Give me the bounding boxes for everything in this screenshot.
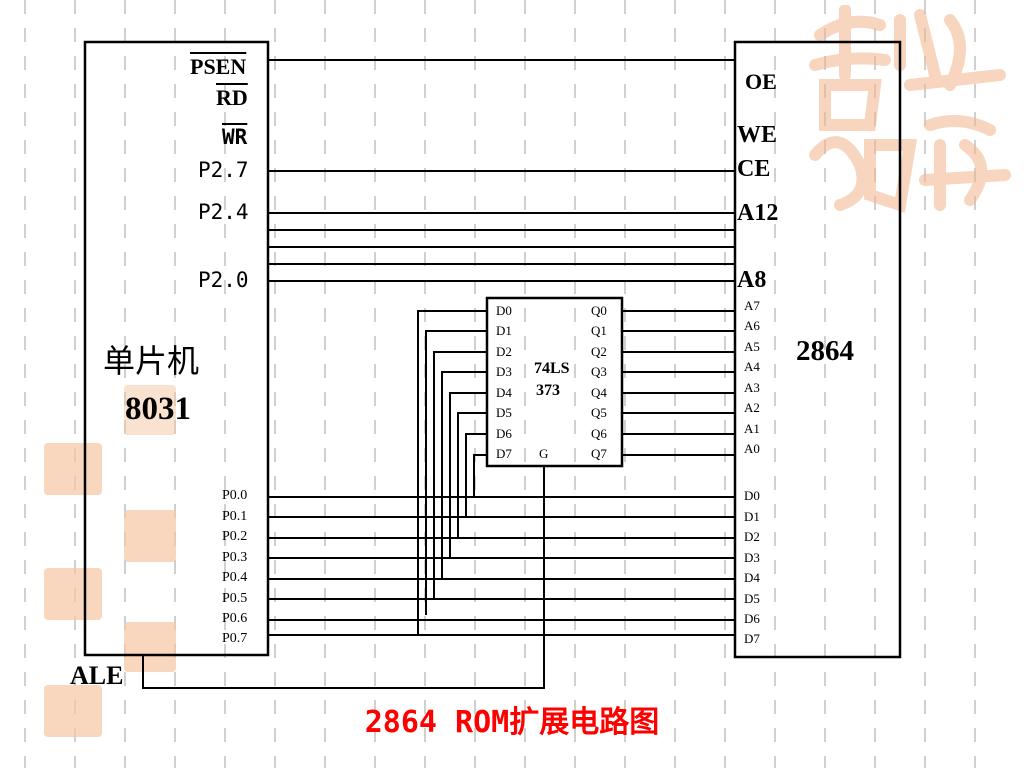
eeprom-d3-pin-label: D3	[744, 550, 760, 565]
latch-d5-label: D5	[496, 405, 512, 420]
port-p0-2-label: P0.2	[222, 529, 248, 544]
eeprom-d1-pin-label: D1	[744, 509, 760, 524]
latch-q5-label: Q5	[591, 405, 607, 420]
latch-d1-label: D1	[496, 323, 512, 338]
latch-d4-label: D4	[496, 385, 512, 400]
port-p0-3-label: P0.3	[222, 550, 248, 565]
eeprom-d2-pin-label: D2	[744, 529, 760, 544]
psen-signal-label: PSEN	[190, 54, 247, 79]
latch-q2-label: Q2	[591, 344, 607, 359]
eeprom-name-label: 2864	[796, 335, 854, 367]
mcu-model-label: 8031	[125, 391, 191, 427]
latch-name-line1: 74LS	[534, 360, 570, 377]
a4-pin-label: A4	[744, 359, 760, 374]
eeprom-d7-pin-label: D7	[744, 631, 760, 646]
eeprom-d0-pin-label: D0	[744, 488, 760, 503]
latch-name-line2: 373	[536, 382, 560, 399]
port-p2-7-label: P2.7	[198, 158, 249, 182]
latch-q7-label: Q7	[591, 446, 607, 461]
port-p2-0-label: P2.0	[198, 268, 249, 292]
latch-q6-label: Q6	[591, 426, 607, 441]
watermark-stamp-small-4	[124, 622, 176, 672]
eeprom-d4-pin-label: D4	[744, 570, 760, 585]
eeprom-d5-pin-label: D5	[744, 591, 760, 606]
port-p0-0-label: P0.0	[222, 488, 248, 503]
we-pin-label: WE	[737, 122, 778, 148]
watermark-stamp-small-3	[44, 568, 102, 620]
watermark-stamp-small-1	[44, 443, 102, 495]
port-p0-4-label: P0.4	[222, 570, 248, 585]
a0-pin-label: A0	[744, 441, 760, 456]
a3-pin-label: A3	[744, 380, 760, 395]
rd-signal-label: RD	[216, 85, 248, 110]
a7-pin-label: A7	[744, 298, 760, 313]
port-p2-4-label: P2.4	[198, 200, 249, 224]
watermark-stamp-small-2	[124, 510, 176, 562]
latch-d6-label: D6	[496, 426, 512, 441]
port-p0-1-label: P0.1	[222, 509, 248, 524]
a2-pin-label: A2	[744, 400, 760, 415]
watermark-stamp-small-5	[44, 685, 102, 737]
a12-pin-label: A12	[737, 200, 779, 226]
watermark-stamp-small-6	[124, 385, 176, 435]
a8-pin-label: A8	[737, 267, 767, 293]
ce-pin-label: CE	[737, 156, 771, 182]
port-p0-5-label: P0.5	[222, 591, 248, 606]
latch-d0-label: D0	[496, 303, 512, 318]
latch-q4-label: Q4	[591, 385, 607, 400]
a5-pin-label: A5	[744, 339, 760, 354]
latch-q1-label: Q1	[591, 323, 607, 338]
port-p0-6-label: P0.6	[222, 611, 248, 626]
ale-signal-label: ALE	[70, 661, 124, 690]
wr-signal-label: WR	[222, 125, 248, 149]
latch-d3-label: D3	[496, 364, 512, 379]
latch-d2-label: D2	[496, 344, 512, 359]
latch-d7-label: D7	[496, 446, 512, 461]
diagram-caption: 2864 ROM扩展电路图	[364, 705, 660, 740]
port-p0-7-label: P0.7	[222, 631, 248, 646]
a1-pin-label: A1	[744, 421, 760, 436]
latch-q3-label: Q3	[591, 364, 607, 379]
eeprom-d6-pin-label: D6	[744, 611, 760, 626]
oe-pin-label: OE	[745, 69, 777, 94]
a6-pin-label: A6	[744, 318, 760, 333]
latch-q0-label: Q0	[591, 303, 607, 318]
mcu-name-label: 单片机	[103, 342, 200, 380]
latch-gate-label: G	[539, 446, 549, 461]
